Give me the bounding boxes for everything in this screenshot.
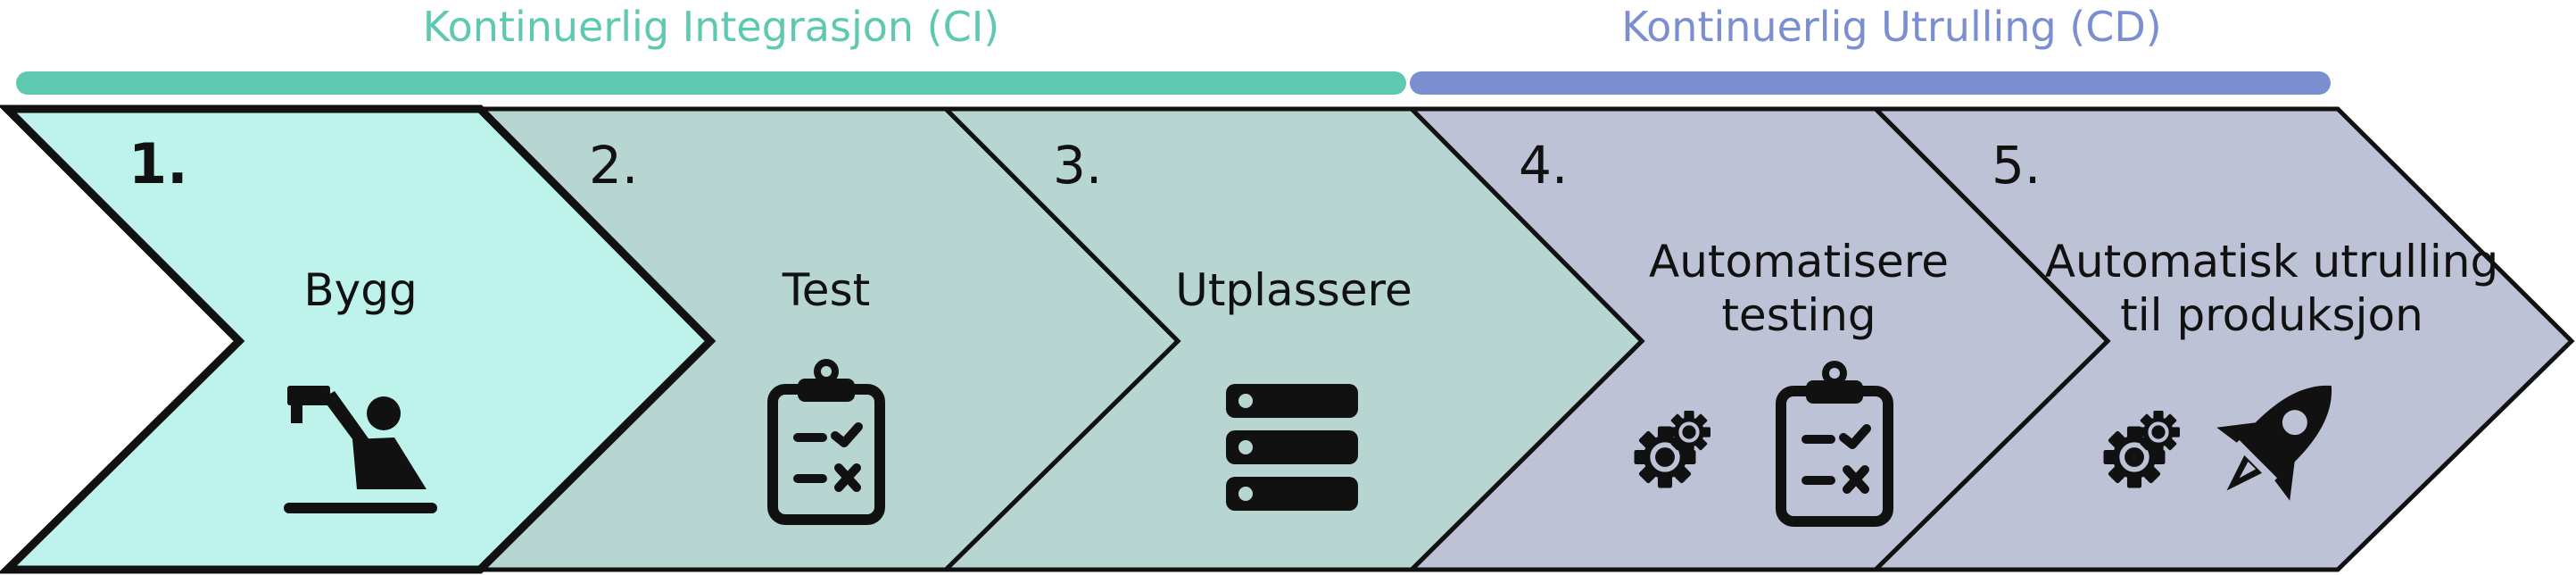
phase-ci-bar (16, 71, 1406, 95)
server-stack-icon (1226, 384, 1358, 511)
step-3-number: 3. (1053, 135, 1102, 196)
rocket-icon (2216, 385, 2332, 501)
gear-icon (2137, 411, 2180, 454)
step-3-label: Utplassere (1175, 264, 1412, 316)
step-1-number: 1. (128, 131, 188, 196)
step-2-label: Test (782, 264, 870, 316)
step-5-label-line-2: til produksjon (2120, 289, 2423, 341)
step-5-label-line-1: Automatisk utrulling (2045, 236, 2498, 288)
gears-rocket-icon (2104, 385, 2332, 501)
step-1-chevron (0, 104, 716, 574)
phase-cd-bar (1410, 71, 2331, 95)
step-4-label-line-2: testing (1721, 289, 1876, 341)
step-2-number: 2. (589, 135, 638, 196)
phase-ci-label: Kontinuerlig Integrasjon (CI) (423, 3, 1000, 51)
step-4-number: 4. (1519, 135, 1568, 196)
step-1-label: Bygg (303, 264, 417, 316)
builder-hammer-icon (284, 386, 437, 513)
step-5-number: 5. (1992, 135, 2041, 196)
step-4-label-line-1: Automatisere (1649, 236, 1949, 288)
phase-cd-label: Kontinuerlig Utrulling (CD) (1621, 3, 2161, 51)
gear-icon (1668, 411, 1710, 454)
